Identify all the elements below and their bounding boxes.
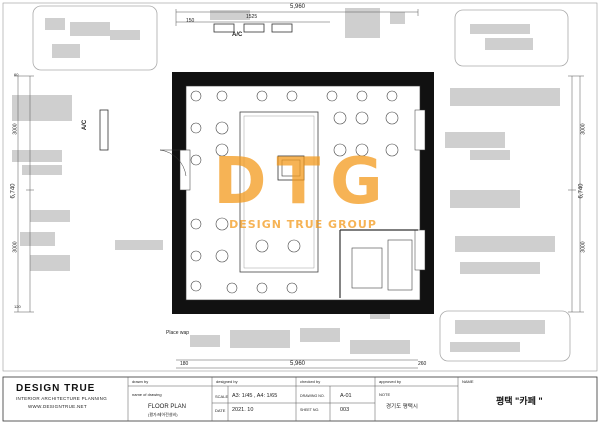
watermark-tagline: DESIGN TRUE GROUP — [229, 218, 377, 231]
company-sub: INTERIOR ARCHITECTURE PLANNING — [16, 396, 108, 401]
company-name: DESIGN TRUE — [16, 383, 96, 394]
dim-left-total: 6,740 — [10, 183, 17, 199]
dim-small-top: 150 — [186, 18, 195, 24]
dim-right-2: 3000 — [580, 241, 587, 253]
note-value: 경기도 평택시 — [386, 404, 418, 410]
scale-label: SCALE — [215, 394, 229, 399]
approved-by-label: approved by — [379, 379, 402, 384]
dim-left-2: 3000 — [12, 241, 19, 253]
blurred-annotations — [12, 8, 560, 354]
dim-bottom-total: 5,960 — [290, 361, 306, 367]
watermark-logo-text: DTG — [213, 145, 393, 219]
dim-side-2: 120 — [14, 304, 21, 309]
place-note: Place wap — [166, 330, 190, 336]
floor-plan-drawing — [2, 2, 598, 372]
designed-by-label: designed by — [216, 379, 238, 384]
sheet-no-label: SHEET NO. — [300, 408, 320, 412]
watermark-logo: DTG DESIGN TRUE GROUP — [198, 145, 408, 231]
ac-label-side: A/C — [82, 119, 89, 131]
dim-right-total: 6,740 — [578, 183, 585, 199]
date-value: 2021. 10 — [232, 407, 254, 413]
sheet-no-value: 003 — [340, 407, 350, 413]
note-box-top-left — [32, 5, 158, 71]
dim-left-1: 3000 — [12, 123, 19, 135]
dim-side-1: 60 — [14, 72, 19, 77]
note-label: NOTE — [379, 392, 391, 397]
furniture — [190, 90, 399, 294]
date-label: DATE — [215, 408, 226, 413]
drawn-by-label: drawn by — [132, 379, 149, 384]
dim-bottom-1: 180 — [180, 361, 189, 367]
drawing-no-label: DRAWING NO. — [300, 394, 325, 398]
dim-top-total: 5,960 — [290, 4, 306, 10]
drawing-name-sub: (평가/제어전설비) — [148, 412, 178, 417]
title-block-frame — [2, 376, 598, 422]
dim-right-1: 3000 — [580, 123, 587, 135]
dim-top-1: 1525 — [246, 14, 258, 20]
drawing-name-label: name of drawing — [132, 392, 162, 397]
dim-bottom-2: 260 — [418, 361, 427, 367]
name-label: NAME — [462, 379, 474, 384]
company-url: WWW.DESIGNTRUE.NET — [28, 404, 87, 409]
ac-label-top: A/C — [232, 32, 243, 38]
note-box-bottom-right — [439, 310, 571, 362]
drawing-name: FLOOR PLAN — [148, 404, 187, 410]
scale-value: A3: 1/45 , A4: 1/65 — [232, 393, 278, 399]
project-name: 평택 "카페 " — [496, 396, 543, 406]
checked-by-label: checked by — [300, 379, 321, 384]
note-box-top-right — [454, 9, 569, 67]
drawing-no-value: A-01 — [340, 393, 352, 399]
